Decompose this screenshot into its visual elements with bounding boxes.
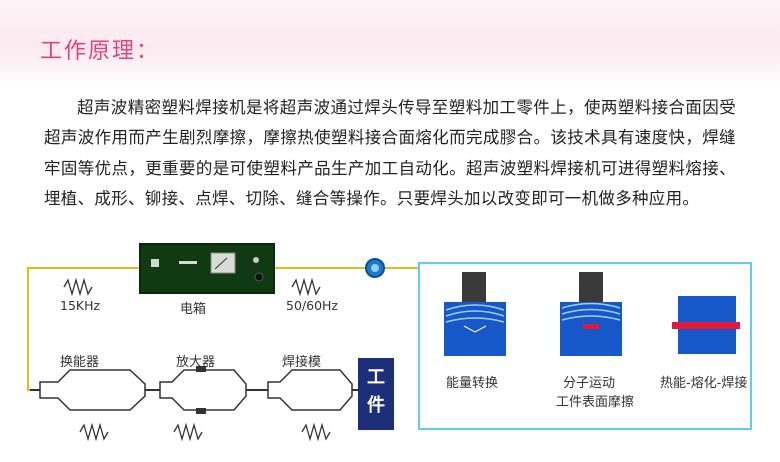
horn-label: 焊接模 — [282, 355, 322, 370]
step-energy-conversion-label: 能量转换 — [446, 376, 499, 391]
transducer-label: 换能器 — [60, 355, 100, 370]
wave-icon-booster — [173, 422, 203, 442]
page-title: 工作原理： — [40, 39, 161, 64]
step-molecular-motion-label: 分子运动 — [563, 376, 616, 391]
molecular-motion-icon — [560, 272, 622, 356]
step-melt-weld-label: 热能-熔化-焊接 — [660, 376, 748, 391]
workpiece-label: 工件 — [367, 367, 385, 416]
wave-icon-15khz — [63, 277, 93, 297]
process-panel — [418, 262, 752, 430]
wave-icon-transducer — [79, 422, 109, 442]
step-surface-friction-label: 工件表面摩擦 — [556, 395, 635, 410]
booster-label: 放大器 — [176, 355, 216, 370]
horn-shape — [246, 369, 358, 411]
control-box — [139, 243, 275, 294]
control-box-label: 电箱 — [180, 302, 207, 317]
wave-icon-5060hz — [291, 277, 321, 297]
frequency-label: 15KHz — [60, 298, 101, 313]
energy-conversion-icon — [444, 272, 506, 356]
workpiece-block: 工件 — [358, 358, 394, 430]
wave-icon-horn — [301, 422, 331, 442]
booster-shape — [145, 366, 247, 414]
melt-weld-icon — [672, 296, 740, 354]
transducer-shape — [30, 369, 146, 411]
power-label: 50/60Hz — [286, 298, 338, 313]
title-banner — [0, 0, 780, 88]
description-paragraph: 超声波精密塑料焊接机是将超声波通过焊头传导至塑料加工零件上，使两塑料接合面因受超… — [44, 98, 736, 209]
